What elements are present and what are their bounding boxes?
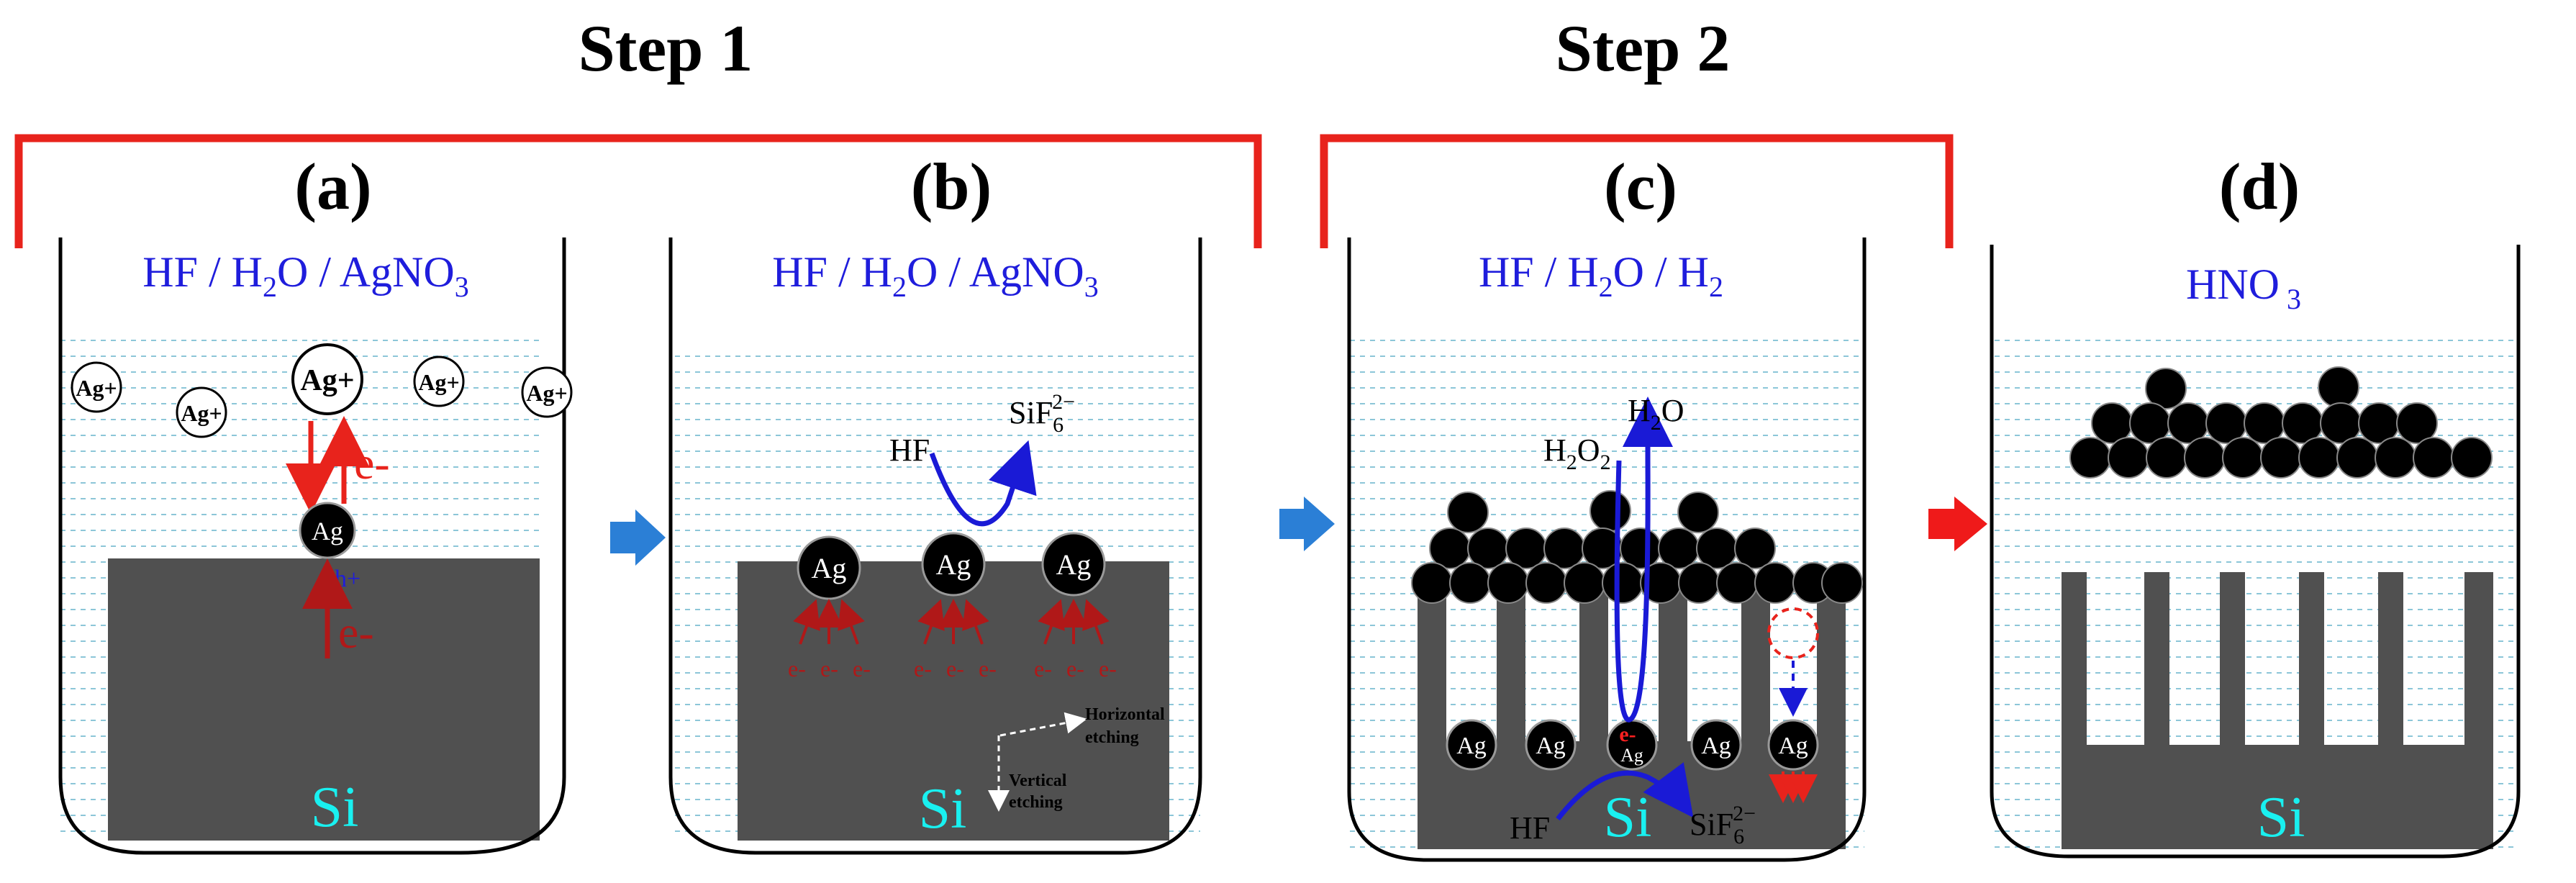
si-label-c: Si: [1604, 786, 1652, 849]
panel-c: (c) HF / H2O / H2 Ag Ag e-Ag Ag Ag H: [1347, 150, 1867, 862]
hole-label: h+: [335, 566, 360, 592]
ag-particle: Ag: [1690, 719, 1742, 771]
svg-text:e-: e-: [788, 656, 806, 682]
svg-text:Ag: Ag: [1056, 548, 1092, 581]
svg-text:Ag+: Ag+: [181, 400, 222, 426]
si-label-d: Si: [2257, 786, 2305, 849]
ag-ion: Ag+: [521, 366, 573, 418]
h2o2-reduction-arrow: [1614, 397, 1673, 723]
ag-particle: Ag: [921, 532, 986, 597]
electron-labels-b: e- e- e- e- e- e- e- e- e-: [788, 656, 1117, 682]
ag-particle: Ag: [299, 502, 356, 559]
svg-text:e-: e-: [1099, 656, 1117, 682]
sif6-label-b: SiF62−: [1009, 390, 1075, 437]
si-label-a: Si: [311, 776, 359, 839]
step1-bracket: [14, 134, 1262, 248]
ag-ion: Ag+: [413, 356, 465, 407]
svg-text:Ag+: Ag+: [300, 364, 354, 397]
svg-text:Ag: Ag: [812, 552, 847, 584]
hf-reaction-arrow: [929, 440, 1037, 527]
panel-b: (b) HF / H2O / AgNO3 HF SiF62− Ag Ag Ag …: [668, 150, 1202, 855]
electron-flow: [793, 599, 1110, 645]
svg-text:e-: e-: [853, 656, 871, 682]
svg-text:e-: e-: [820, 656, 838, 682]
solution-label-d: HNO 3: [2186, 261, 2301, 315]
panel-d: (d) HNO 3 Si: [1990, 150, 2521, 859]
svg-text:Ag: Ag: [1778, 733, 1808, 759]
beaker-b: [668, 237, 1202, 855]
svg-text:e-: e-: [1034, 656, 1052, 682]
solution-label-b: HF / H2O / AgNO3: [772, 248, 1098, 303]
svg-text:Ag+: Ag+: [526, 380, 567, 406]
svg-text:Ag: Ag: [312, 517, 343, 545]
ag-particle: Ag: [1525, 719, 1577, 771]
hf-label-c: HF: [1510, 810, 1550, 846]
arrow-a-to-b: [610, 510, 666, 566]
svg-text:Ag: Ag: [936, 548, 971, 581]
svg-text:e-: e-: [946, 656, 964, 682]
beaker-d: [1990, 245, 2521, 859]
beaker-c: [1347, 237, 1867, 862]
panel-c-label: (c): [1604, 150, 1677, 223]
ag-particle: Ag: [1446, 719, 1497, 771]
hf-reaction-arrow-c: [1556, 762, 1694, 821]
panel-b-label: (b): [911, 150, 992, 223]
svg-text:Ag+: Ag+: [76, 375, 117, 401]
former-position-marker: [1767, 607, 1819, 659]
arrow-c-to-d: [1928, 497, 1987, 551]
svg-text:e-: e-: [979, 656, 997, 682]
panel-d-label: (d): [2219, 150, 2300, 223]
electron-label-a: e-: [354, 438, 390, 489]
beaker-a: [58, 237, 566, 855]
step1-title: Step 1: [579, 12, 753, 85]
h2o2-label: H2O2: [1543, 433, 1611, 474]
panel-a: (a) HF / H2O / AgNO3 Ag+ Ag+ Ag+ Ag+ Ag+…: [58, 150, 573, 855]
svg-text:Ag: Ag: [1456, 733, 1487, 759]
svg-text:e-: e-: [1066, 656, 1084, 682]
solution-label-a: HF / H2O / AgNO3: [142, 248, 468, 303]
svg-text:Ag+: Ag+: [418, 369, 459, 395]
sif6-label-c: SiF62−: [1690, 802, 1756, 848]
horizontal-etching-arrow: [999, 712, 1087, 737]
electron-label-si: e-: [338, 607, 374, 658]
removed-ag-cluster: [2069, 366, 2493, 479]
ag-dendrite-cluster: [1411, 490, 1863, 604]
svg-text:Ag: Ag: [1536, 733, 1566, 759]
ag-particle: Ag: [1041, 532, 1106, 597]
si-nanowires-d: [2062, 572, 2493, 849]
ag-ion-large: Ag+: [291, 343, 363, 415]
ag-particle-sinking: Ag: [1767, 719, 1819, 771]
ag-ion: Ag+: [71, 361, 122, 413]
svg-text:e-: e-: [914, 656, 932, 682]
svg-text:e-: e-: [1619, 723, 1636, 746]
downward-etch-arrows: [1769, 771, 1818, 803]
si-nanowires-c: [1418, 587, 1846, 849]
si-label-b: Si: [919, 777, 967, 841]
ag-particle: Ag: [797, 535, 861, 600]
panel-a-label: (a): [294, 150, 371, 223]
arrow-b-to-c: [1279, 497, 1335, 551]
h2o-label: H2O: [1628, 393, 1684, 435]
ag-particle-active: e-Ag: [1606, 719, 1658, 771]
hf-label-b: HF: [889, 433, 930, 468]
step2-bracket: [1320, 134, 1954, 248]
svg-text:Ag: Ag: [1701, 733, 1731, 759]
step2-title: Step 2: [1556, 12, 1731, 85]
svg-text:Ag: Ag: [1620, 745, 1643, 766]
solution-label-c: HF / H2O / H2: [1479, 248, 1723, 303]
ag-ion: Ag+: [176, 386, 227, 438]
